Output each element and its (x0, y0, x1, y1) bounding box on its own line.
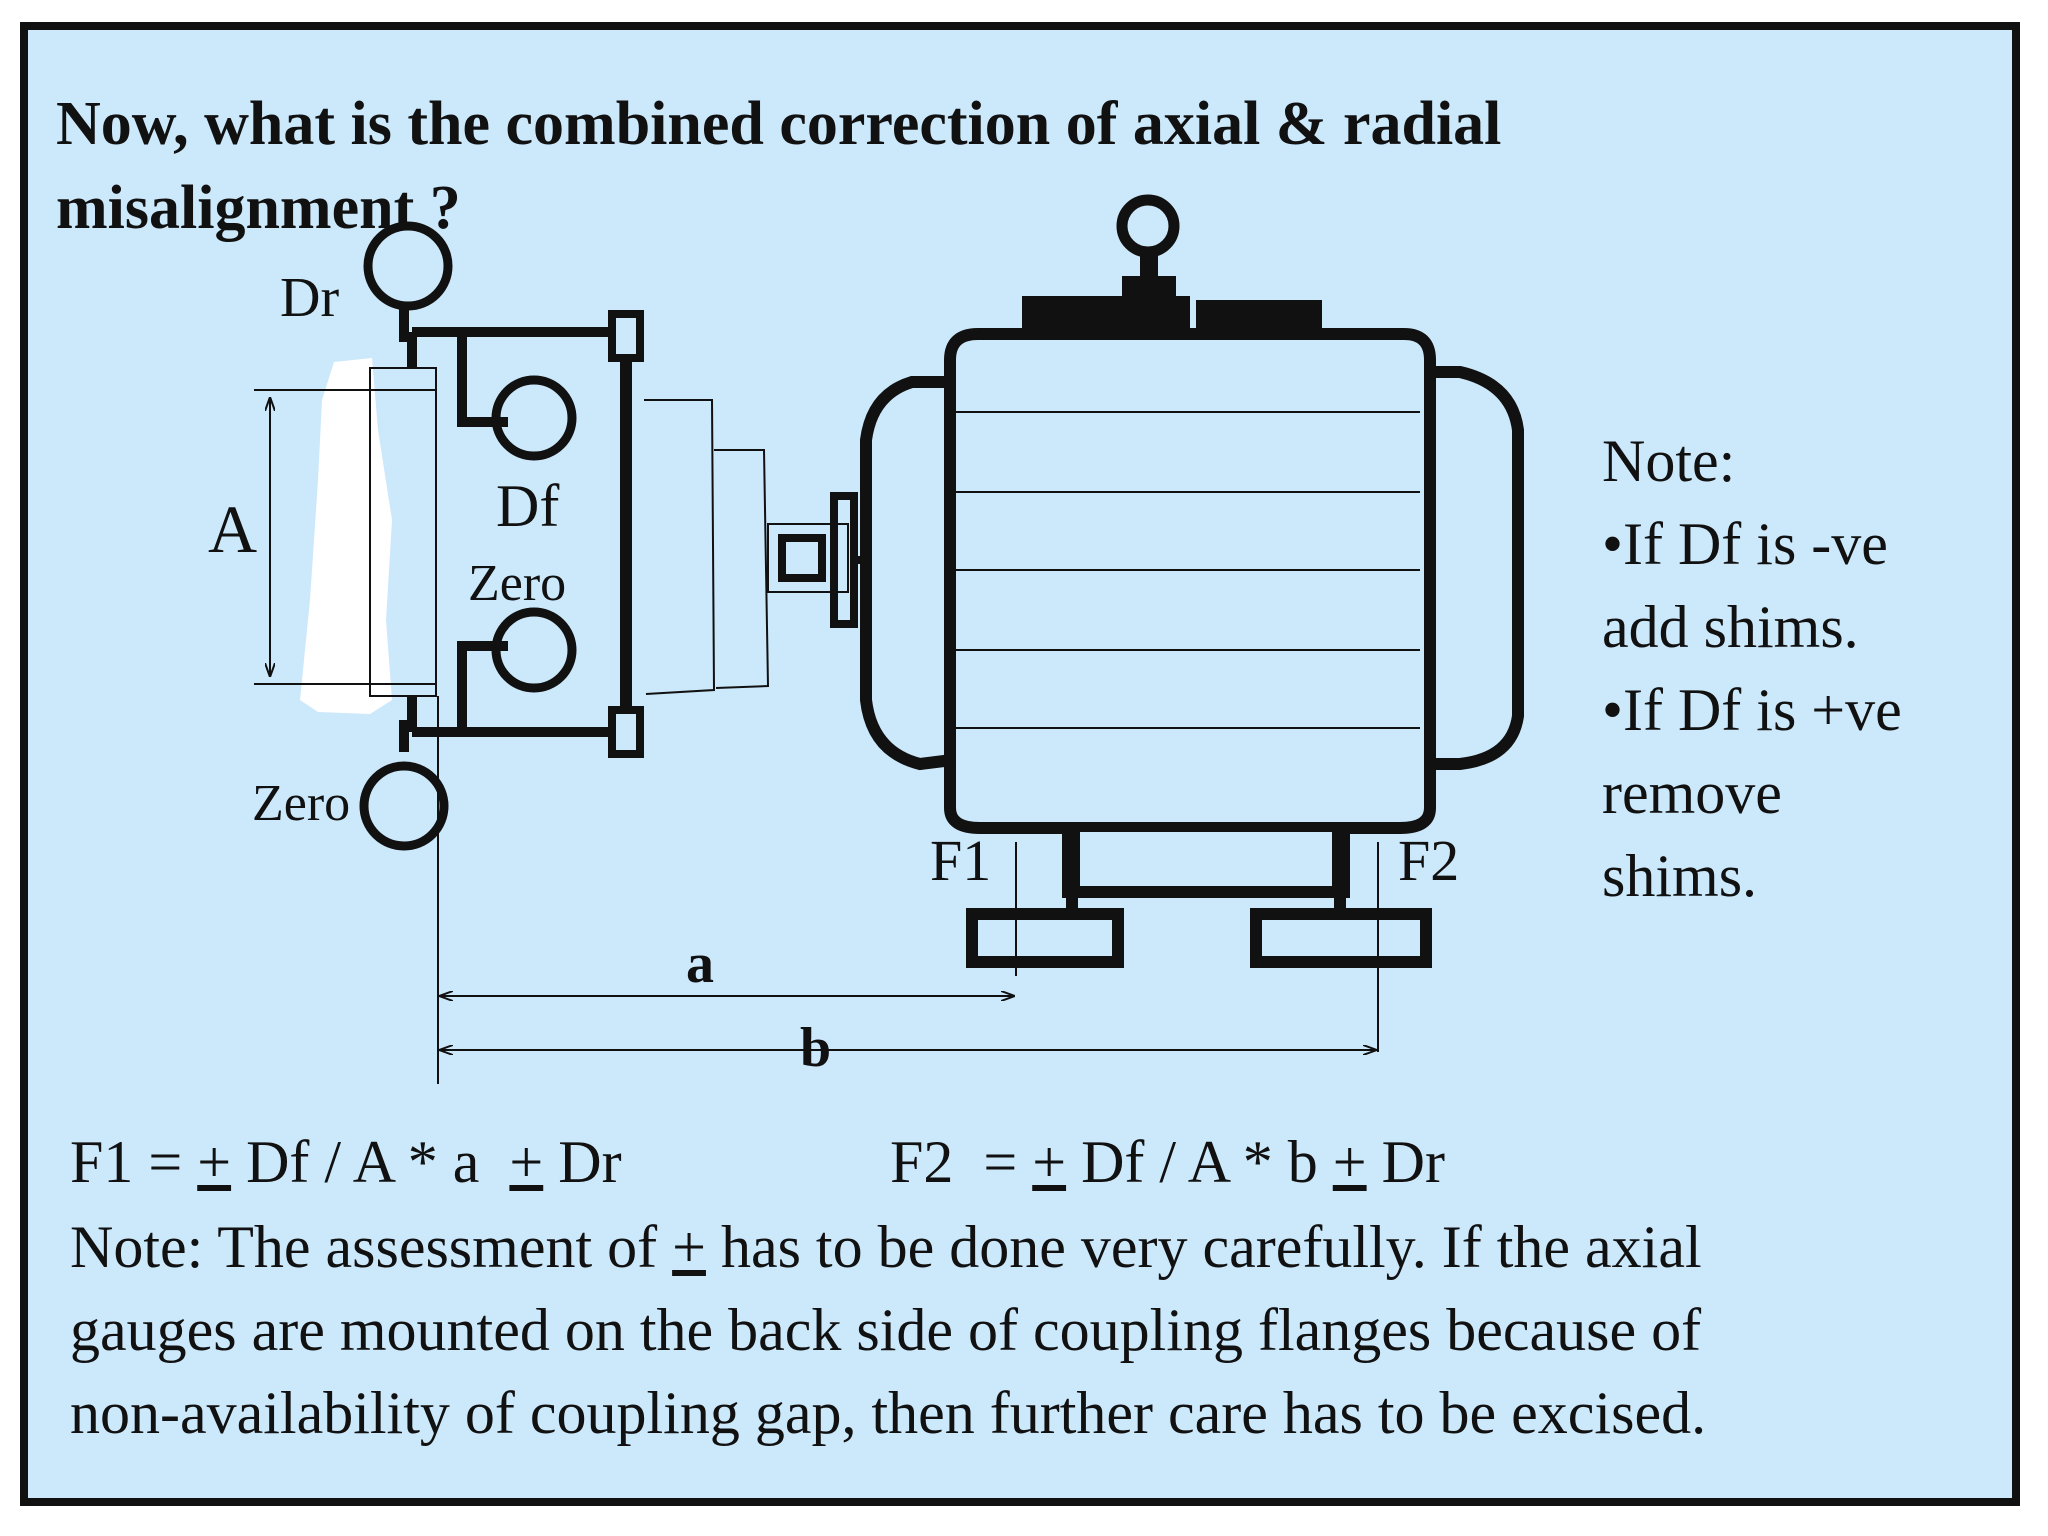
label-dim-b: b (800, 1017, 831, 1079)
label-dim-a: a (686, 933, 714, 995)
dr-gauge-icon (363, 221, 453, 311)
formula-f2-plusminus: + (1332, 1129, 1367, 1195)
label-df: Df (496, 473, 559, 539)
formula-f1-plusminus: + (509, 1129, 544, 1195)
bottom-note-line: Note: The assessment of + has to be done… (70, 1206, 1970, 1289)
label-dimension-A: A (208, 491, 257, 567)
formula-f2-mid: Df / A * b (1066, 1129, 1333, 1195)
bottom-note-plusminus: + (672, 1214, 706, 1280)
formula-f1-mid: Df / A * a (231, 1129, 510, 1195)
label-dr: Dr (280, 267, 339, 329)
side-note-line: •If Df is -ve (1602, 511, 1888, 577)
side-note-line: shims. (1602, 843, 1758, 909)
lifting-eye-icon (1116, 194, 1180, 258)
dr-zero-gauge-icon (359, 761, 449, 851)
side-note-line: add shims. (1602, 594, 1859, 660)
formula-f2-lhs: F2 = (890, 1129, 1033, 1195)
bottom-note-text: has to be done very carefully. If the ax… (705, 1214, 1702, 1280)
side-note-line: •If Df is +ve (1602, 677, 1902, 743)
formula-f2-plusminus: + (1032, 1129, 1067, 1195)
formula-f1-plusminus: + (197, 1129, 232, 1195)
slide-panel (20, 22, 2020, 1506)
label-f1: F1 (930, 828, 991, 893)
formula-f2-rhs: Dr (1366, 1129, 1445, 1195)
label-f2: F2 (1398, 828, 1459, 893)
label-zero-dr: Zero (252, 775, 350, 832)
formula-f1: F1 = + Df / A * a + Dr (70, 1122, 622, 1202)
bottom-note-line: gauges are mounted on the back side of c… (70, 1297, 1702, 1363)
side-note: Note: •If Df is -ve add shims. •If Df is… (1602, 420, 2002, 918)
formula-f2: F2 = + Df / A * b + Dr (890, 1122, 1445, 1202)
formula-f1-lhs: F1 = (70, 1129, 198, 1195)
bottom-note-line: non-availability of coupling gap, then f… (70, 1380, 1707, 1446)
bottom-note: Note: The assessment of + has to be done… (70, 1206, 1970, 1455)
motor (830, 194, 1524, 1052)
side-note-line: remove (1602, 760, 1782, 826)
formula-f1-rhs: Dr (543, 1129, 622, 1195)
df-zero-gauge-icon (491, 607, 577, 693)
label-zero-df: Zero (468, 555, 566, 612)
bottom-note-text: Note: The assessment of (70, 1214, 673, 1280)
coupling-assembly (254, 221, 849, 1084)
df-gauge-icon (491, 375, 577, 461)
side-note-heading: Note: (1602, 428, 1736, 494)
